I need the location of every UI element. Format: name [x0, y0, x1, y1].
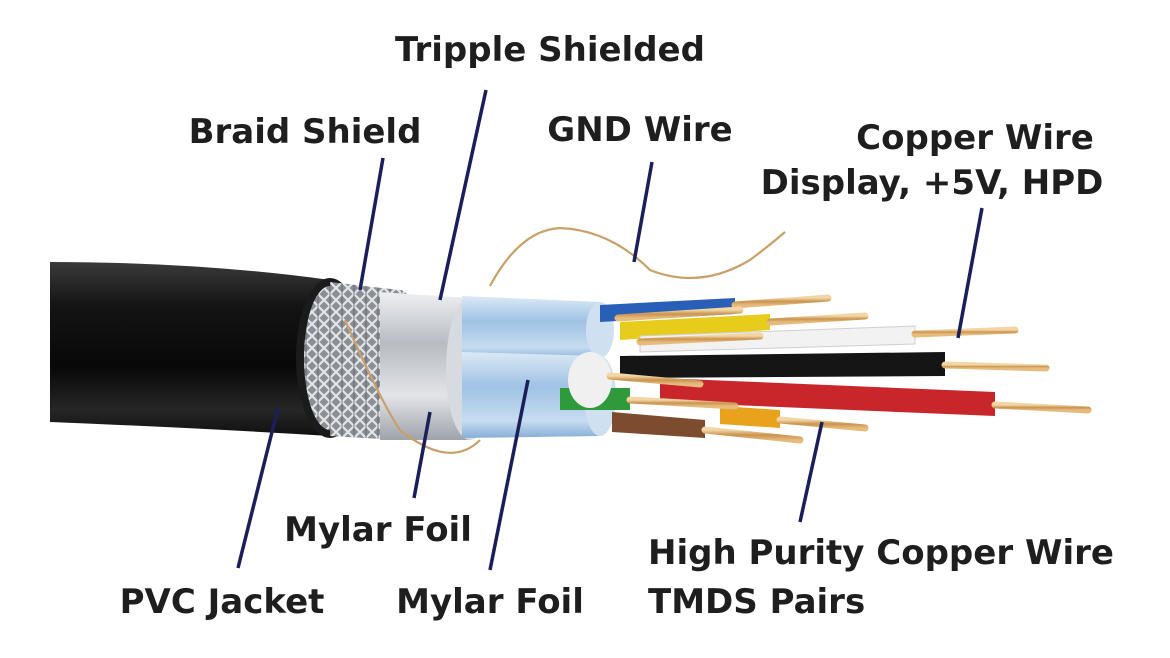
leader-gnd-wire — [632, 161, 654, 263]
label-tripple-shielded: Tripple Shielded — [395, 30, 705, 70]
label-gnd-wire: GND Wire — [547, 110, 733, 150]
label-tmds-line1: High Purity Copper Wire — [648, 533, 1114, 573]
leader-braid-shield — [358, 157, 385, 291]
label-mylar-foil-outer: Mylar Foil — [284, 510, 472, 550]
leader-mylar-foil-inner — [488, 379, 530, 571]
leader-pvc-jacket — [236, 407, 280, 569]
leader-tmds — [798, 421, 824, 523]
leader-copper-wire — [956, 207, 984, 339]
leader-tripple-shielded — [438, 89, 488, 301]
label-copper-wire-line2: Display, +5V, HPD — [760, 163, 1104, 203]
label-tmds-line2: TMDS Pairs — [648, 582, 866, 622]
label-mylar-foil-inner: Mylar Foil — [396, 582, 584, 622]
leader-mylar-foil-outer — [412, 411, 432, 499]
label-braid-shield: Braid Shield — [188, 112, 422, 152]
label-copper-wire-line1: Copper Wire — [856, 118, 1094, 158]
label-pvc-jacket: PVC Jacket — [119, 582, 325, 622]
